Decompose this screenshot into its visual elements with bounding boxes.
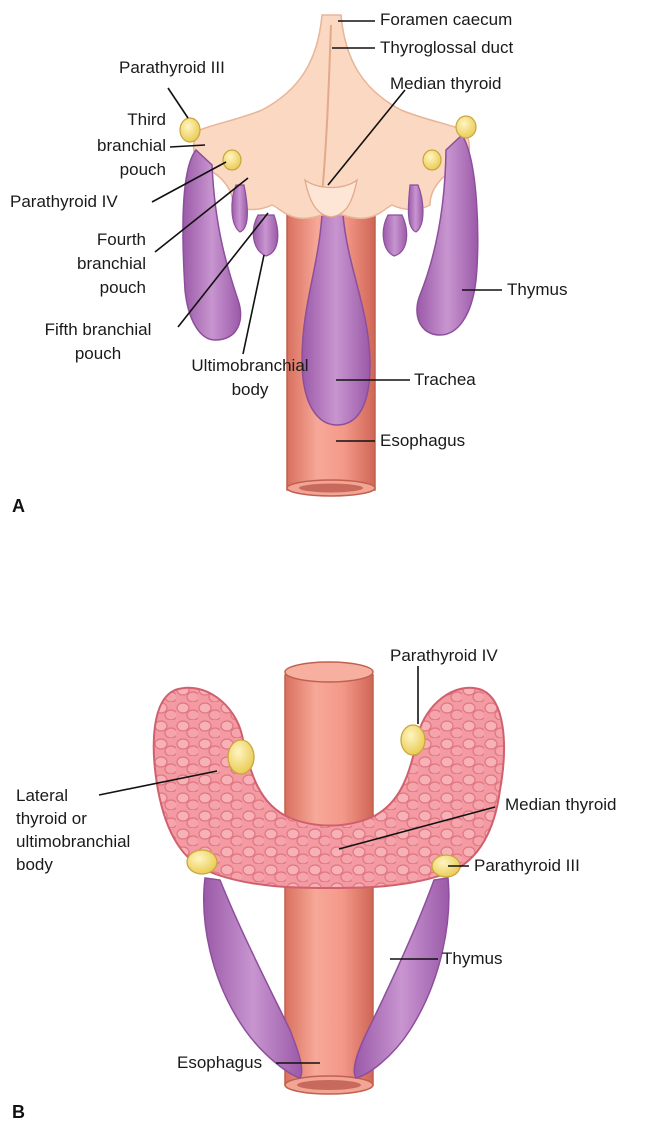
label-parathyroid-iii-b: Parathyroid III xyxy=(474,856,580,876)
label-fourth-pouch-1: Fourth xyxy=(40,230,146,250)
fourth-pouch-right xyxy=(408,185,423,232)
label-trachea: Trachea xyxy=(414,370,476,390)
parathyroid-iii-right-a xyxy=(456,116,476,138)
label-median-thyroid-b: Median thyroid xyxy=(505,795,617,815)
label-esophagus-a: Esophagus xyxy=(380,431,465,451)
parathyroid-iv-right-b xyxy=(401,725,425,755)
label-foramen-caecum: Foramen caecum xyxy=(380,10,512,30)
label-fourth-pouch-2: branchial xyxy=(40,254,146,274)
label-parathyroid-iv-b: Parathyroid IV xyxy=(390,646,498,666)
fourth-pouch-left xyxy=(232,185,247,232)
label-ultimobranchial-1: Ultimobranchial xyxy=(186,356,314,376)
label-third-pouch-1: Third xyxy=(60,110,166,130)
label-parathyroid-iii-a: Parathyroid III xyxy=(119,58,225,78)
panel-letter-a: A xyxy=(12,496,25,517)
label-thyroglossal-duct: Thyroglossal duct xyxy=(380,38,513,58)
label-fourth-pouch-3: pouch xyxy=(40,278,146,298)
label-parathyroid-iv-a: Parathyroid IV xyxy=(10,192,118,212)
panel-b-art xyxy=(154,662,504,1094)
label-thymus-a: Thymus xyxy=(507,280,567,300)
leader-ultimobranchial-a xyxy=(243,255,264,354)
label-lateral-2: thyroid or xyxy=(16,809,87,829)
label-third-pouch-2: branchial xyxy=(60,136,166,156)
label-esophagus-b: Esophagus xyxy=(177,1053,262,1073)
label-thymus-b: Thymus xyxy=(442,949,502,969)
label-ultimobranchial-2: body xyxy=(186,380,314,400)
ultimobranchial-left xyxy=(253,215,277,256)
parathyroid-iii-left-b xyxy=(187,850,217,874)
label-lateral-1: Lateral xyxy=(16,786,68,806)
leader-parathyroid-iii-a xyxy=(168,88,188,118)
label-lateral-4: body xyxy=(16,855,53,875)
parathyroid-iii-left-a xyxy=(180,118,200,142)
ultimobranchial-right xyxy=(383,215,406,256)
label-third-pouch-3: pouch xyxy=(60,160,166,180)
label-lateral-3: ultimobranchial xyxy=(16,832,130,852)
panel-letter-b: B xyxy=(12,1102,25,1123)
label-fifth-pouch-1: Fifth branchial xyxy=(28,320,168,340)
label-median-thyroid-a: Median thyroid xyxy=(390,74,502,94)
parathyroid-iv-left-a xyxy=(223,150,241,170)
parathyroid-iv-left-b xyxy=(228,740,254,774)
parathyroid-iv-right-a xyxy=(423,150,441,170)
label-fifth-pouch-2: pouch xyxy=(28,344,168,364)
